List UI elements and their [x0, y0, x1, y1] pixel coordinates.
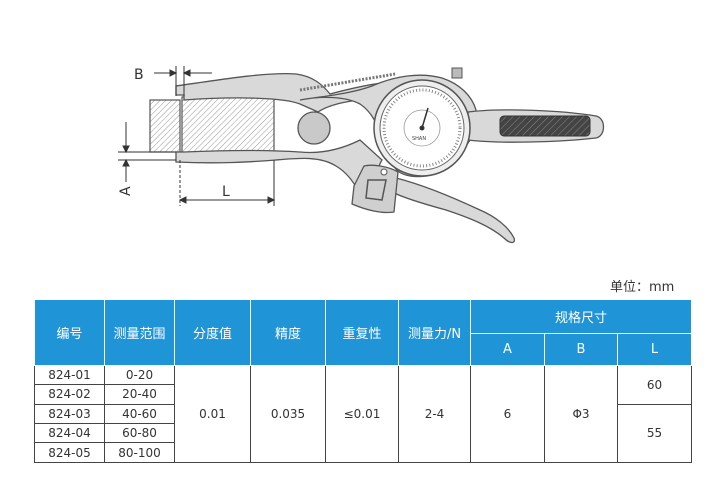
- dimension-L: [178, 160, 276, 206]
- table-row: 824-05 80-100: [34, 442, 692, 463]
- cell-B: Φ3: [544, 364, 618, 464]
- cell-division: 0.01: [174, 364, 251, 464]
- dial-brand: SHAN: [412, 136, 426, 142]
- header-range: 测量范围: [104, 299, 175, 366]
- header-force: 测量力/N: [398, 299, 471, 366]
- table-row: 824-03 40-60 55: [34, 403, 692, 464]
- lever: [391, 177, 516, 244]
- cell-range: 0-20: [104, 364, 175, 386]
- cell-code: 824-04: [34, 422, 105, 444]
- cell-L-bottom: 55: [617, 403, 692, 464]
- pivot-knob: [297, 111, 331, 145]
- cell-range: 40-60: [104, 403, 175, 425]
- table-row: 824-04 60-80: [34, 422, 692, 444]
- dial-crown: [451, 67, 463, 79]
- unit-label: 单位：mm: [610, 280, 675, 295]
- header-accuracy: 精度: [250, 299, 326, 366]
- cell-code: 824-01: [34, 364, 105, 386]
- header-spec: 规格尺寸: [470, 299, 692, 334]
- caliper-gauge-diagram: SHAN B A L: [118, 66, 605, 244]
- dimension-B: [154, 66, 212, 96]
- upper-jaw: [175, 72, 392, 113]
- header-repeatability: 重复性: [325, 299, 399, 366]
- dimension-A: [118, 122, 176, 182]
- label-L: L: [222, 184, 230, 200]
- cell-A: 6: [470, 364, 545, 464]
- table-row: 824-02 20-40: [34, 384, 692, 405]
- label-B: B: [134, 67, 144, 83]
- handle-grip: [499, 115, 591, 137]
- workpiece: [149, 96, 275, 156]
- header-B: B: [544, 332, 618, 366]
- header-division: 分度值: [174, 299, 251, 366]
- header-code: 编号: [34, 299, 105, 366]
- cell-range: 80-100: [104, 442, 175, 463]
- cell-accuracy: 0.035: [250, 364, 326, 464]
- dial-needle: [421, 107, 429, 129]
- header-L: L: [617, 332, 692, 366]
- header-A: A: [470, 332, 545, 366]
- screw-icon: [380, 168, 388, 176]
- spec-table: 编号 测量范围 分度值 精度 重复性 测量力/N 规格尺寸 A B L 824-…: [34, 299, 692, 464]
- dial-gauge: SHAN: [373, 79, 471, 177]
- cell-range: 20-40: [104, 384, 175, 405]
- cell-code: 824-05: [34, 442, 105, 463]
- cell-code: 824-02: [34, 384, 105, 405]
- cell-L-top: 60: [617, 364, 692, 405]
- label-A: A: [118, 186, 134, 196]
- table-row: 824-01 0-20 0.01 0.035 ≤0.01 2-4 6 Φ3 60: [34, 364, 692, 464]
- cell-code: 824-03: [34, 403, 105, 425]
- thumb-pad: [351, 164, 399, 214]
- cell-force: 2-4: [398, 364, 471, 464]
- cell-range: 60-80: [104, 422, 175, 444]
- cell-repeatability: ≤0.01: [325, 364, 399, 464]
